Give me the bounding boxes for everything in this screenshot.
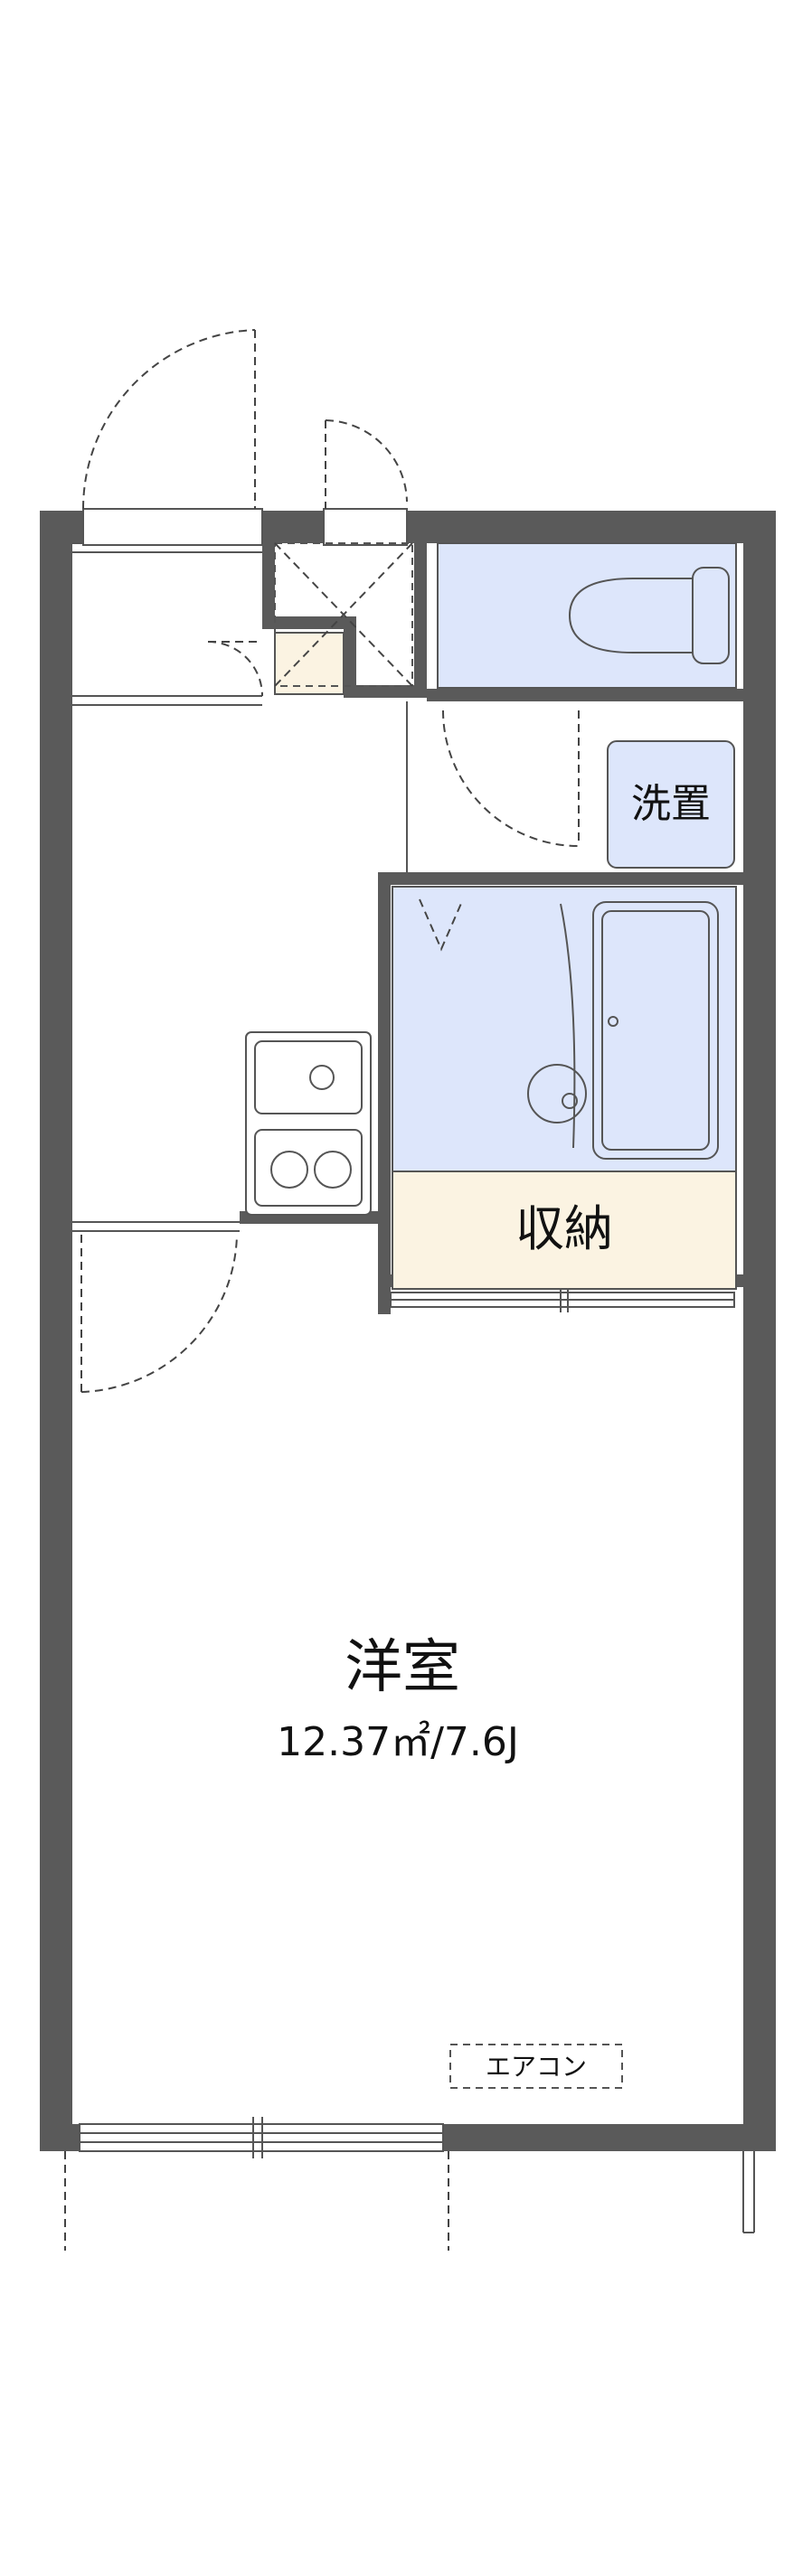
main-room-area: 12.37㎡/7.6J xyxy=(277,1719,519,1765)
shoe-cabinet xyxy=(274,632,345,695)
main-room-name: 洋室 xyxy=(345,1634,460,1701)
interior-walls xyxy=(240,533,743,1314)
washer-label: 洗置 xyxy=(631,781,711,827)
toilet-icon xyxy=(568,567,730,664)
exterior-walls xyxy=(40,511,776,2151)
aircon-label: エアコン xyxy=(486,2052,587,2082)
bath-door-arc xyxy=(419,898,464,952)
bathtub-icon xyxy=(592,901,719,1160)
balcony-outline xyxy=(64,2151,755,2251)
balcony-window[interactable] xyxy=(79,2117,444,2158)
stove-burner-icon xyxy=(270,1151,308,1189)
storage-label: 収納 xyxy=(515,1200,613,1257)
washer-space xyxy=(607,740,735,869)
aircon-unit: エアコン xyxy=(449,2044,623,2089)
partition-lines xyxy=(72,542,408,1232)
stove-burner-icon xyxy=(314,1151,352,1189)
washbasin-icon xyxy=(527,903,587,1149)
storage-area xyxy=(392,1170,737,1290)
storage-sliding-door xyxy=(390,1288,735,1312)
doors xyxy=(80,329,580,1393)
kitchen-counter xyxy=(245,1031,372,1216)
sink-icon xyxy=(309,1065,335,1090)
